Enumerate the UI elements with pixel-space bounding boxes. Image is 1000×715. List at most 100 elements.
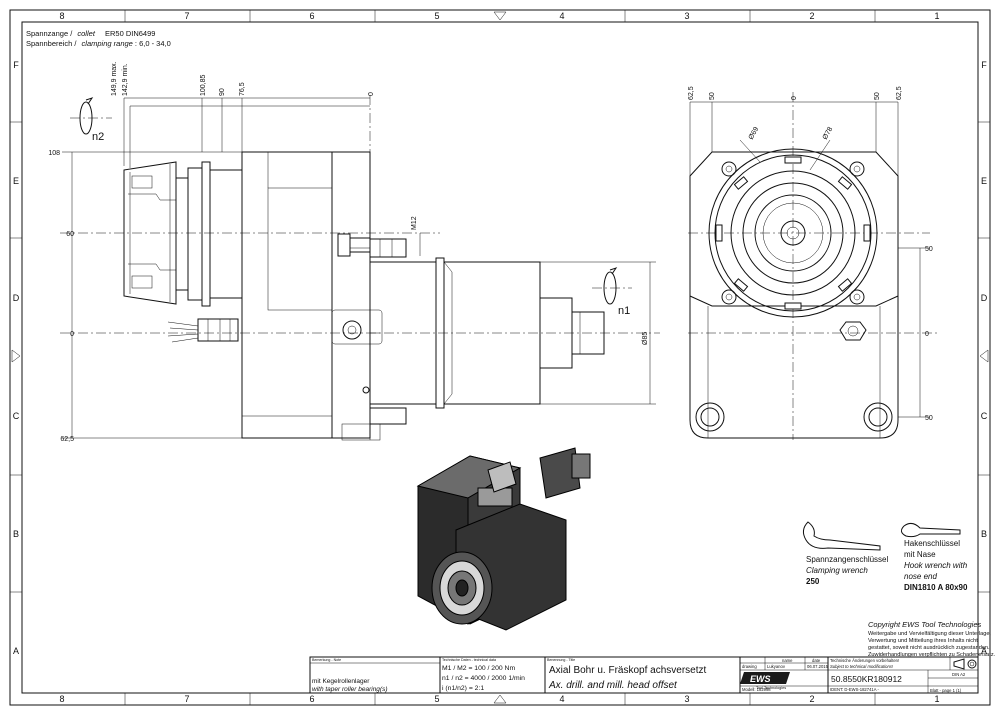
part-number: 50.8550KR180912 — [831, 674, 902, 684]
wrench2-code: DIN1810 A 80x90 — [904, 583, 968, 592]
name-label: name — [782, 658, 793, 663]
grid-row-right: B — [981, 529, 987, 539]
model-no: Modell: 182998 — [742, 687, 771, 692]
dim-142-9: 142,9 min. — [122, 63, 129, 96]
company-logo-text: EWS — [750, 674, 771, 684]
speed: n1 / n2 = 4000 / 2000 1/min — [442, 675, 525, 682]
remark-en: with taper roller bearing(s) — [312, 686, 388, 693]
ews-logo-icon — [740, 672, 790, 684]
remark-head: Bemerkung - Note — [312, 658, 341, 662]
dim-149-9: 149,9 max. — [111, 61, 118, 96]
copyright-block: Copyright EWS Tool Technologies Weiterga… — [868, 620, 996, 658]
grid-row-right: F — [981, 60, 987, 70]
title-block: Bemerkung - Note Technische Daten - tech… — [309, 656, 979, 694]
tech-head: Technische Daten - technical data — [442, 658, 496, 662]
grid-row-left: E — [13, 176, 19, 186]
dim-76-5: 76,5 — [239, 82, 246, 96]
side-view: n2 n1 149,9 max. 142,9 min. 100,85 90 76… — [48, 61, 660, 443]
grid-row-right: A — [981, 646, 987, 656]
grid-col-bottom: 3 — [684, 694, 689, 704]
front-view: 62,5 50 0 50 62,5 Ø69 Ø78 50 0 50 — [688, 86, 940, 440]
grid-row-left: B — [13, 529, 19, 539]
dim-right-62-5-l: 62,5 — [688, 86, 695, 100]
grid-col-bottom: 8 — [59, 694, 64, 704]
wrench1-label-de: Spannzangenschlüssel — [806, 555, 889, 564]
wrench2-label-de2: mit Nase — [904, 550, 936, 559]
dim-right-side-0: 0 — [925, 331, 929, 338]
grid-col-top: 6 — [309, 11, 314, 21]
ratio: i (n1/n2) = 2:1 — [442, 685, 484, 692]
dim-90: 90 — [219, 88, 226, 96]
range-value: : 6,0 - 34,0 — [135, 39, 171, 48]
n2-label: n2 — [92, 131, 104, 143]
grid-col-top: 3 — [684, 11, 689, 21]
grid-col-top: 1 — [934, 11, 939, 21]
svg-text:Spannbereich / clamping: Spannbereich / clamping range : 6,0 - 34… — [26, 39, 171, 48]
collet-label-de: Spannzange / — [26, 29, 73, 38]
copyright-head: Copyright EWS Tool Technologies — [868, 620, 982, 629]
grid-row-right: D — [981, 293, 988, 303]
grid-col-bottom: 7 — [184, 694, 189, 704]
remark-de: mit Kegelrollenlager — [312, 678, 370, 685]
grid-ticks — [10, 10, 990, 705]
date-label: date — [812, 658, 821, 663]
drawer-date: 06.07.2015 — [807, 664, 829, 669]
dim-0-left: 0 — [70, 331, 74, 338]
collet-label-en: collet — [77, 29, 95, 38]
notice-en: Subject to technical modifications! — [830, 664, 894, 669]
copyright-line: gestattet, soweit nicht ausdrücklich zug… — [868, 645, 990, 651]
dim-dia-85: Ø85 — [642, 332, 649, 345]
iso-view — [416, 447, 591, 631]
dim-dia-69: Ø69 — [748, 126, 761, 141]
grid-row-left: D — [13, 293, 20, 303]
drawing-title-de: Axial Bohr u. Fräskopf achsversetzt — [549, 665, 707, 676]
title-head: Benennung - Title — [547, 658, 575, 662]
wrench2-label-en2: nose end — [904, 572, 937, 581]
grid-col-top: 7 — [184, 11, 189, 21]
svg-text:Spannzange / collet: Spannzange / collet ER50 DIN6499 — [26, 29, 155, 38]
dim-right-side-50-top: 50 — [925, 246, 933, 253]
drawing-title-en: Ax. drill. and mill. head offset — [548, 680, 678, 691]
wrench1-code: 250 — [806, 577, 820, 586]
dim-0-top: 0 — [368, 92, 375, 96]
n1-label: n1 — [618, 305, 630, 317]
projection-symbol-icon — [953, 658, 977, 670]
range-label-en: clamping range — [82, 39, 133, 48]
dim-right-50-l: 50 — [709, 92, 716, 100]
grid-col-bottom: 5 — [434, 694, 439, 704]
wrench1-label-en: Clamping wrench — [806, 566, 868, 575]
grid-row-right: E — [981, 176, 987, 186]
grid-row-right: C — [981, 411, 988, 421]
dim-60: 60 — [66, 231, 74, 238]
dim-right-0: 0 — [791, 96, 798, 100]
clamping-wrench-icon — [802, 521, 881, 551]
copyright-line: Weitergabe und Vervielfältigung dieser U… — [868, 631, 991, 637]
grid-col-top: 5 — [434, 11, 439, 21]
ident-no: IDENT: D-EWS-182741A - — [830, 687, 879, 692]
dim-m12: M12 — [411, 216, 418, 230]
grid-row-left: F — [13, 60, 19, 70]
outer-frame — [9, 9, 991, 706]
copyright-line: Zuwiderhandlungen verpflichten zu Schade… — [868, 652, 996, 658]
hook-wrench-icon — [900, 522, 961, 538]
dim-right-62-5-r: 62,5 — [896, 86, 903, 100]
wrench2-label-de1: Hakenschlüssel — [904, 539, 960, 548]
collet-value: ER50 DIN6499 — [105, 29, 155, 38]
grid-col-bottom: 6 — [309, 694, 314, 704]
copyright-line: Verwertung und Mitteilung ihres Inhalts … — [868, 638, 978, 644]
notice-de: Technische Änderungen vorbehalten! — [830, 658, 899, 663]
grid-col-top: 8 — [59, 11, 64, 21]
grid-col-bottom: 1 — [934, 694, 939, 704]
grid-row-left: A — [13, 646, 19, 656]
dim-dia-78: Ø78 — [822, 126, 835, 141]
dim-100-85: 100,85 — [200, 74, 207, 96]
drawing-label: drawing — [742, 664, 757, 669]
grid-col-top: 2 — [809, 11, 814, 21]
grid-col-bottom: 2 — [809, 694, 814, 704]
grid-row-left: C — [13, 411, 20, 421]
dim-right-50-r: 50 — [874, 92, 881, 100]
grid-col-top: 4 — [559, 11, 564, 21]
grid-col-bottom: 4 — [559, 694, 564, 704]
torque: M1 / M2 = 100 / 200 Nm — [442, 665, 515, 672]
